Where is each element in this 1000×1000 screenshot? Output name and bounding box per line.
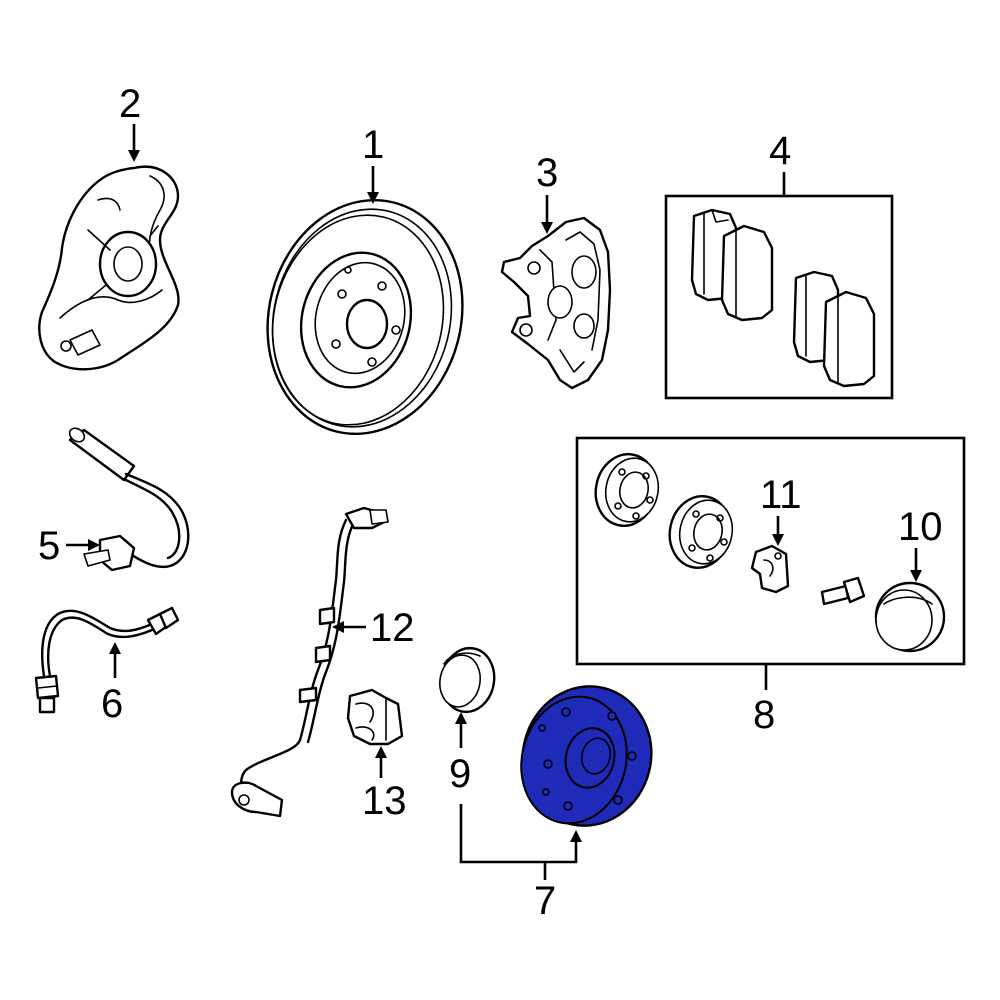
leader-1 — [367, 166, 379, 204]
part-6-brake-hose[interactable] — [34, 606, 180, 714]
leader-12 — [332, 621, 366, 633]
part-8-box — [575, 436, 966, 666]
callout-11: 11 — [760, 473, 802, 517]
leader-13 — [375, 746, 387, 778]
callout-10: 10 — [898, 505, 943, 549]
part-12-abs-sensor-wire[interactable] — [230, 506, 389, 818]
leader-11 — [772, 516, 784, 546]
part-10-grease-cap[interactable] — [874, 581, 946, 653]
leader-5 — [66, 539, 100, 551]
part-7-wheel-hub[interactable] — [508, 673, 666, 840]
callout-12: 12 — [370, 606, 415, 650]
part-9-seal-ring[interactable] — [436, 644, 499, 716]
callout-1: 1 — [362, 123, 384, 167]
part-1-brake-rotor[interactable] — [243, 179, 486, 454]
callout-6: 6 — [101, 682, 123, 726]
part-11-retaining-clip[interactable] — [750, 544, 790, 594]
leader-3 — [541, 195, 553, 234]
part-3-brake-caliper[interactable] — [500, 216, 612, 390]
callout-4: 4 — [769, 129, 791, 173]
part-2-dust-shield[interactable] — [38, 165, 180, 371]
part-8-bearing-kit[interactable] — [589, 449, 738, 574]
part-8-bolt[interactable] — [820, 576, 866, 606]
leader-9 — [455, 712, 467, 748]
part-13-sensor-clips[interactable] — [346, 688, 404, 746]
part-4-box — [664, 194, 894, 400]
part-5-wear-sensor[interactable] — [67, 425, 190, 572]
callout-7: 7 — [534, 879, 556, 923]
callout-3: 3 — [536, 151, 558, 195]
callout-5: 5 — [38, 524, 60, 568]
leader-7 — [459, 804, 582, 880]
part-4-brake-pads[interactable] — [690, 208, 876, 388]
leader-10 — [910, 548, 922, 582]
leader-2 — [128, 124, 140, 162]
leader-6 — [109, 642, 121, 678]
callout-9: 9 — [449, 752, 471, 796]
callout-13: 13 — [362, 779, 407, 823]
callout-2: 2 — [119, 82, 141, 126]
callout-8: 8 — [753, 693, 775, 737]
